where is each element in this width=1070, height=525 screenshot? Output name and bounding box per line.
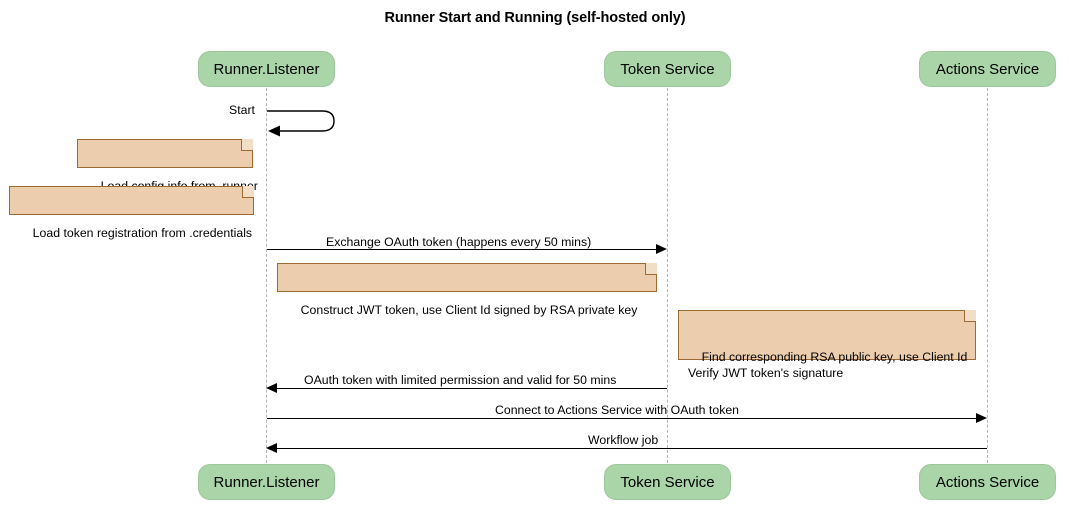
arrowhead-right-icon	[976, 413, 987, 423]
arrowhead-left-icon	[266, 383, 277, 393]
participant-token-bottom[interactable]: Token Service	[604, 464, 731, 500]
note-load-token-registration-text: Load token registration from .credential…	[32, 226, 253, 240]
message-line-connect-actions-service[interactable]	[267, 418, 977, 419]
message-label-workflow-job: Workflow job	[588, 433, 659, 447]
arrowhead-right-icon	[656, 244, 667, 254]
diagram-title: Runner Start and Running (self-hosted on…	[384, 10, 686, 26]
note-verify-jwt-text: Find corresponding RSA public key, use C…	[688, 350, 968, 380]
participant-token-top[interactable]: Token Service	[604, 51, 731, 87]
message-line-workflow-job[interactable]	[277, 448, 987, 449]
lifeline-runner	[266, 88, 267, 463]
message-line-exchange-oauth-token[interactable]	[267, 249, 657, 250]
lifeline-actions	[987, 88, 988, 463]
message-line-oauth-token-reply[interactable]	[277, 388, 667, 389]
note-dogear-icon	[242, 186, 254, 198]
note-dogear-icon	[964, 310, 976, 322]
note-dogear-icon	[645, 263, 657, 275]
arrowhead-left-icon	[266, 443, 277, 453]
message-label-oauth-token-reply: OAuth token with limited permission and …	[304, 373, 617, 387]
note-verify-jwt: Find corresponding RSA public key, use C…	[678, 310, 976, 380]
message-label-connect-actions-service: Connect to Actions Service with OAuth to…	[495, 403, 740, 417]
participant-runner-top[interactable]: Runner.Listener	[198, 51, 335, 87]
participant-actions-top[interactable]: Actions Service	[919, 51, 1056, 87]
note-construct-jwt-text: Construct JWT token, use Client Id signe…	[300, 303, 638, 317]
participant-runner-bottom[interactable]: Runner.Listener	[198, 464, 335, 500]
note-dogear-icon	[241, 139, 253, 151]
message-label-exchange-oauth-token: Exchange OAuth token (happens every 50 m…	[326, 235, 592, 249]
note-construct-jwt: Construct JWT token, use Client Id signe…	[277, 263, 657, 317]
message-arrow-start[interactable]	[266, 105, 346, 137]
note-load-config: Load config info from .runner	[77, 139, 258, 193]
participant-actions-bottom[interactable]: Actions Service	[919, 464, 1056, 500]
message-label-start: Start	[229, 103, 255, 117]
note-load-token-registration: Load token registration from .credential…	[9, 186, 254, 240]
lifeline-token	[667, 88, 668, 463]
